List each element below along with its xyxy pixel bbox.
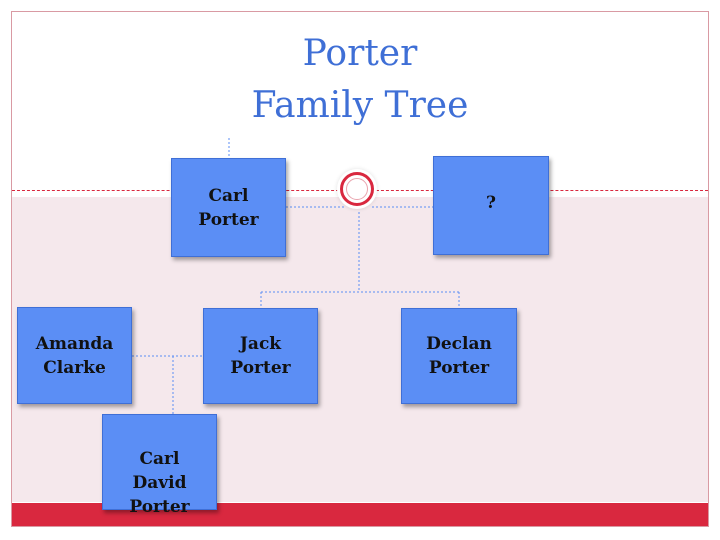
node-jack-porter[interactable]: Jack Porter bbox=[203, 308, 318, 404]
unknown-spouse-label: ? bbox=[486, 193, 496, 213]
node-carl-porter[interactable]: Carl Porter bbox=[171, 158, 286, 257]
node-declan-porter[interactable]: Declan Porter bbox=[401, 308, 517, 404]
node-unknown-spouse[interactable]: ? bbox=[433, 156, 549, 255]
node-amanda-clarke[interactable]: Amanda Clarke bbox=[17, 307, 132, 404]
marriage-ring-icon bbox=[340, 172, 374, 206]
slide-frame bbox=[11, 11, 709, 527]
title-line-1: Porter bbox=[302, 33, 418, 74]
title-line-2: Family Tree bbox=[251, 85, 469, 126]
node-carl-david-porter[interactable]: Carl David Porter bbox=[102, 414, 217, 517]
marriage-ring-inner bbox=[346, 178, 368, 200]
